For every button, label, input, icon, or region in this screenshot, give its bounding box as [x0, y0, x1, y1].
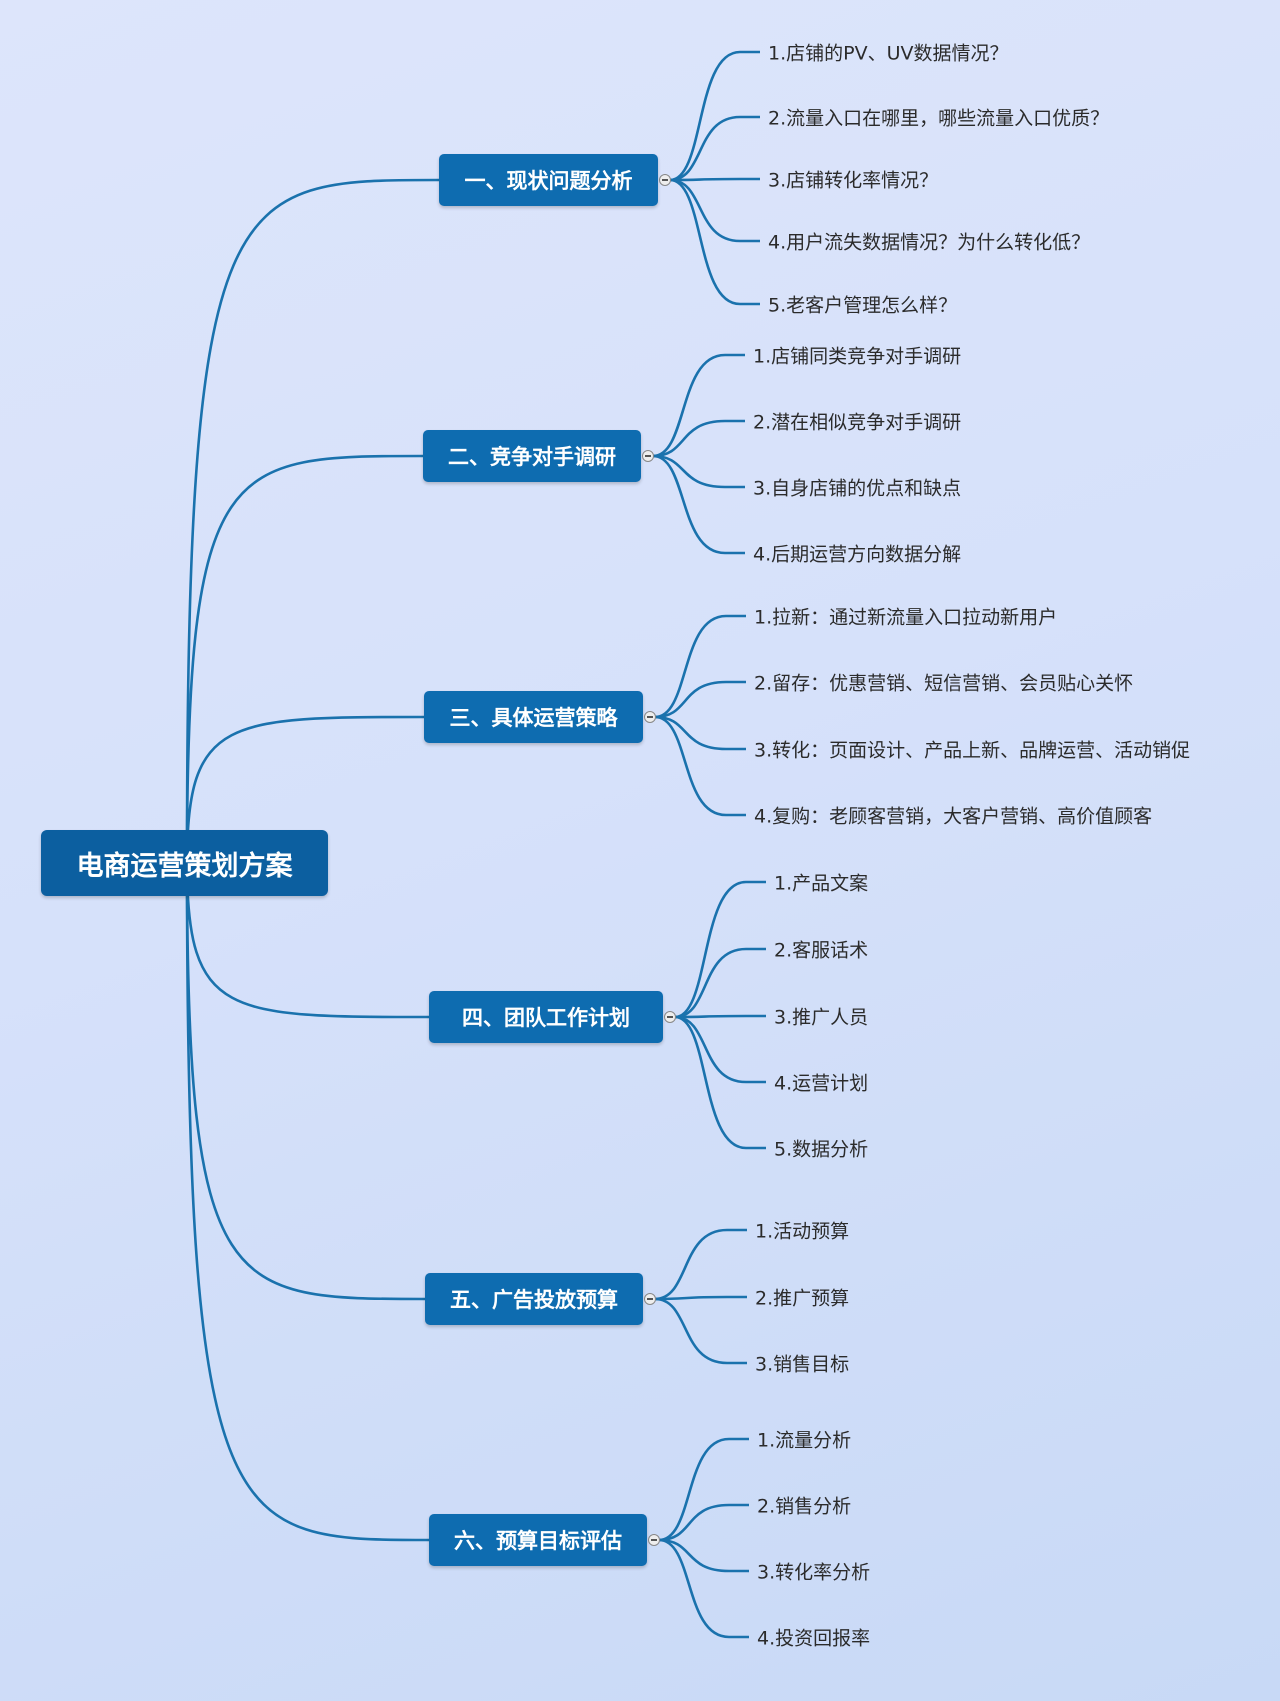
branch-leaf-connector [654, 614, 746, 719]
leaf-topic[interactable]: 2.流量入口在哪里，哪些流量入口优质？ [768, 107, 1110, 130]
branch-leaf-connector [669, 115, 760, 182]
leaf-topic[interactable]: 1.流量分析 [757, 1429, 852, 1452]
leaf-topic[interactable]: 3.推广人员 [774, 1006, 869, 1029]
root-branch-connector [185, 862, 426, 1301]
branch-leaf-connector [674, 1015, 766, 1084]
leaf-topic[interactable]: 1.拉新：通过新流量入口拉动新用户 [754, 606, 1058, 629]
branch-leaf-connector [654, 1295, 747, 1301]
branch-leaf-connector [669, 178, 760, 243]
branch-leaf-connector [654, 680, 746, 719]
branch-leaf-connector [654, 715, 746, 751]
root-node[interactable]: 电商运营策划方案 [41, 830, 328, 896]
branch-leaf-connector [674, 1015, 766, 1150]
leaf-topic[interactable]: 3.店铺转化率情况？ [768, 169, 939, 192]
branch-leaf-connector [654, 1297, 747, 1365]
leaf-topic[interactable]: 1.产品文案 [774, 872, 869, 895]
branch-leaf-connector [652, 353, 745, 458]
leaf-topic[interactable]: 4.复购：老顾客营销，大客户营销、高价值顾客 [754, 805, 1153, 828]
branch-leaf-connector [658, 1538, 749, 1573]
branch-node[interactable]: 六、预算目标评估 [429, 1514, 647, 1566]
branch-leaf-connector [674, 880, 766, 1019]
branch-leaf-connector [658, 1503, 749, 1542]
branch-leaf-connector [674, 1014, 766, 1019]
branch-node[interactable]: 二、竞争对手调研 [423, 430, 641, 482]
leaf-topic[interactable]: 1.店铺同类竞争对手调研 [753, 345, 962, 368]
branch-node[interactable]: 一、现状问题分析 [439, 154, 658, 206]
branch-leaf-connector [674, 947, 766, 1019]
root-branch-connector [185, 454, 424, 864]
leaf-topic[interactable]: 2.留存：优惠营销、短信营销、会员贴心关怀 [754, 672, 1134, 695]
leaf-topic[interactable]: 4.用户流失数据情况？为什么转化低？ [768, 231, 1091, 254]
collapse-toggle-icon[interactable] [644, 1293, 656, 1305]
branch-leaf-connector [652, 454, 745, 489]
leaf-topic[interactable]: 3.自身店铺的优点和缺点 [753, 477, 962, 500]
branch-leaf-connector [654, 715, 746, 817]
leaf-topic[interactable]: 2.推广预算 [755, 1287, 850, 1310]
branch-leaf-connector [669, 177, 760, 182]
collapse-toggle-icon[interactable] [664, 1011, 676, 1023]
leaf-topic[interactable]: 5.老客户管理怎么样？ [768, 294, 958, 317]
root-branch-connector [185, 178, 440, 864]
branch-leaf-connector [652, 454, 745, 555]
leaf-topic[interactable]: 4.投资回报率 [757, 1627, 871, 1650]
root-branch-connector [185, 715, 425, 864]
branch-node[interactable]: 五、广告投放预算 [425, 1273, 643, 1325]
collapse-toggle-icon[interactable] [659, 174, 671, 186]
root-branch-connector [185, 862, 430, 1019]
branch-leaf-connector [669, 50, 760, 182]
leaf-topic[interactable]: 1.活动预算 [755, 1220, 850, 1243]
branch-leaf-connector [652, 419, 745, 458]
collapse-toggle-icon[interactable] [642, 450, 654, 462]
branch-node[interactable]: 四、团队工作计划 [429, 991, 663, 1043]
leaf-topic[interactable]: 5.数据分析 [774, 1138, 869, 1161]
leaf-topic[interactable]: 3.转化率分析 [757, 1561, 871, 1584]
root-branch-connector [185, 862, 430, 1542]
branch-leaf-connector [669, 178, 760, 306]
branch-leaf-connector [658, 1538, 749, 1639]
collapse-toggle-icon[interactable] [644, 711, 656, 723]
leaf-topic[interactable]: 3.销售目标 [755, 1353, 850, 1376]
branch-node[interactable]: 三、具体运营策略 [424, 691, 643, 743]
branch-leaf-connector [658, 1437, 749, 1542]
collapse-toggle-icon[interactable] [648, 1534, 660, 1546]
leaf-topic[interactable]: 4.运营计划 [774, 1072, 869, 1095]
leaf-topic[interactable]: 4.后期运营方向数据分解 [753, 543, 962, 566]
branch-leaf-connector [654, 1228, 747, 1301]
leaf-topic[interactable]: 2.销售分析 [757, 1495, 852, 1518]
leaf-topic[interactable]: 3.转化：页面设计、产品上新、品牌运营、活动销促 [754, 739, 1191, 762]
leaf-topic[interactable]: 2.潜在相似竞争对手调研 [753, 411, 962, 434]
leaf-topic[interactable]: 2.客服话术 [774, 939, 869, 962]
leaf-topic[interactable]: 1.店铺的PV、UV数据情况？ [768, 42, 1009, 65]
